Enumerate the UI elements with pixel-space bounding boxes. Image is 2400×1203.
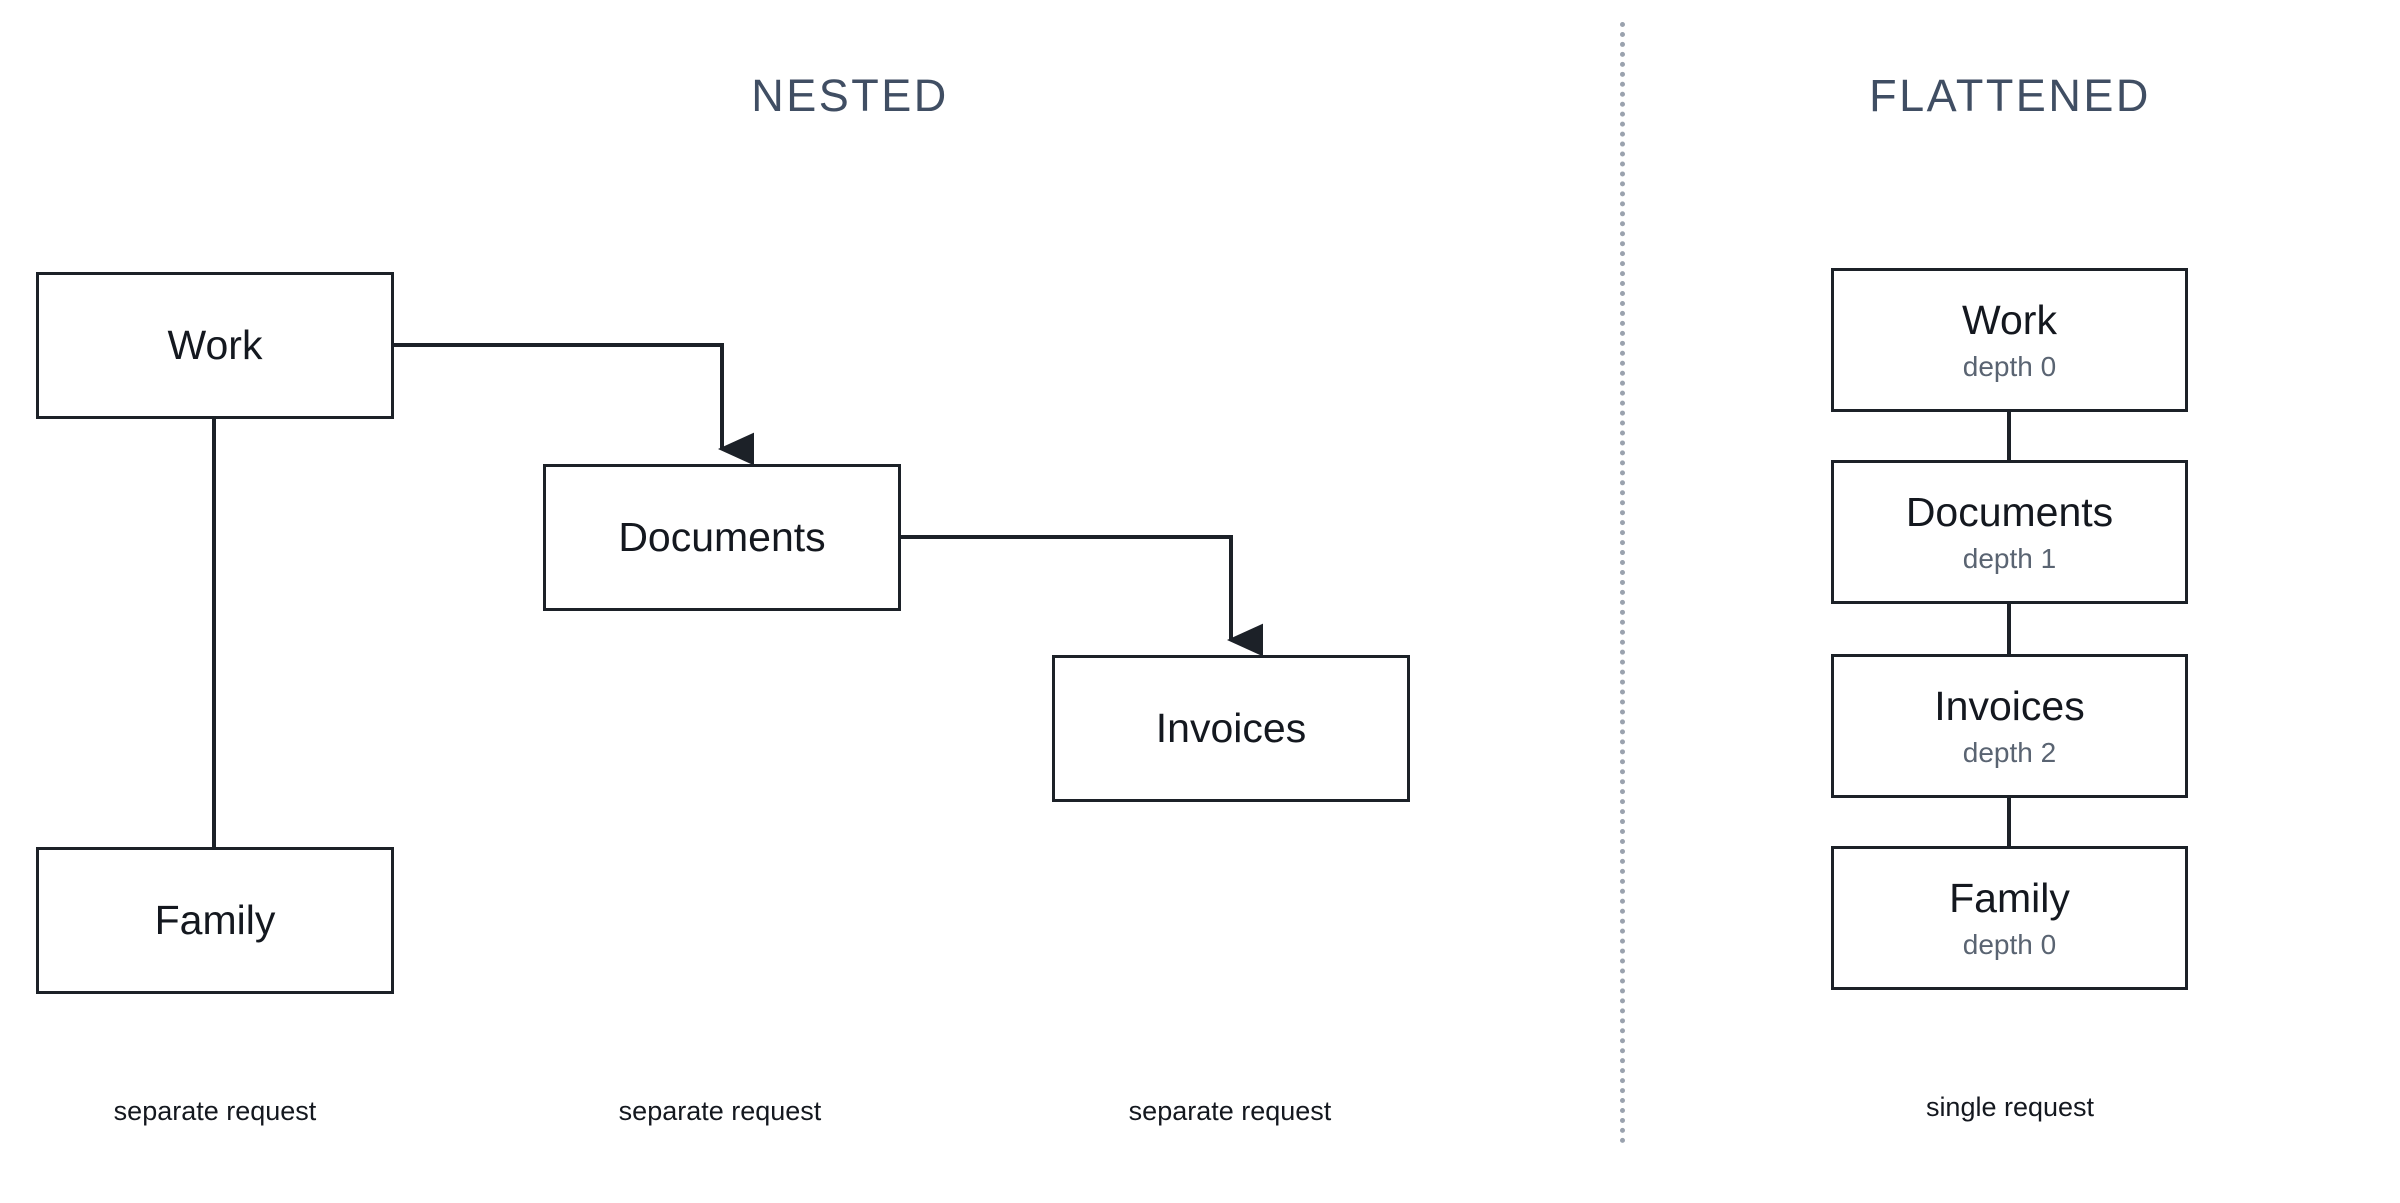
- caption-flattened-request: single request: [1925, 1092, 2095, 1122]
- node-label: Invoices: [1155, 704, 1307, 751]
- edge-documents-to-invoices: [901, 535, 1263, 657]
- caption-invoices-request: separate request: [1128, 1096, 1332, 1126]
- node-invoices-nested[interactable]: Invoices: [1052, 655, 1410, 802]
- node-label: Invoices: [1934, 682, 2085, 729]
- node-label: Family: [154, 896, 276, 943]
- edge-work-to-documents: [394, 343, 754, 466]
- node-invoices-flattened[interactable]: Invoices depth 2: [1831, 654, 2188, 798]
- node-depth-label: depth 2: [1962, 736, 2057, 768]
- caption-work-request: separate request: [113, 1096, 317, 1126]
- node-depth-label: depth 0: [1962, 350, 2057, 382]
- node-documents-nested[interactable]: Documents: [543, 464, 901, 611]
- node-documents-flattened[interactable]: Documents depth 1: [1831, 460, 2188, 604]
- node-work-nested[interactable]: Work: [36, 272, 394, 419]
- node-label: Documents: [1905, 488, 2114, 535]
- node-label: Work: [167, 321, 263, 368]
- panel-title-flattened: FLATTENED: [1869, 70, 2151, 121]
- node-work-flattened[interactable]: Work depth 0: [1831, 268, 2188, 412]
- node-depth-label: depth 0: [1962, 928, 2057, 960]
- node-label: Work: [1962, 296, 2057, 343]
- node-label: Documents: [618, 513, 826, 560]
- panel-divider: [1620, 22, 1625, 1144]
- node-depth-label: depth 1: [1962, 542, 2057, 574]
- node-family-flattened[interactable]: Family depth 0: [1831, 846, 2188, 990]
- node-family-nested[interactable]: Family: [36, 847, 394, 994]
- panel-title-nested: NESTED: [751, 70, 949, 121]
- node-label: Family: [1949, 874, 2070, 921]
- caption-documents-request: separate request: [618, 1096, 822, 1126]
